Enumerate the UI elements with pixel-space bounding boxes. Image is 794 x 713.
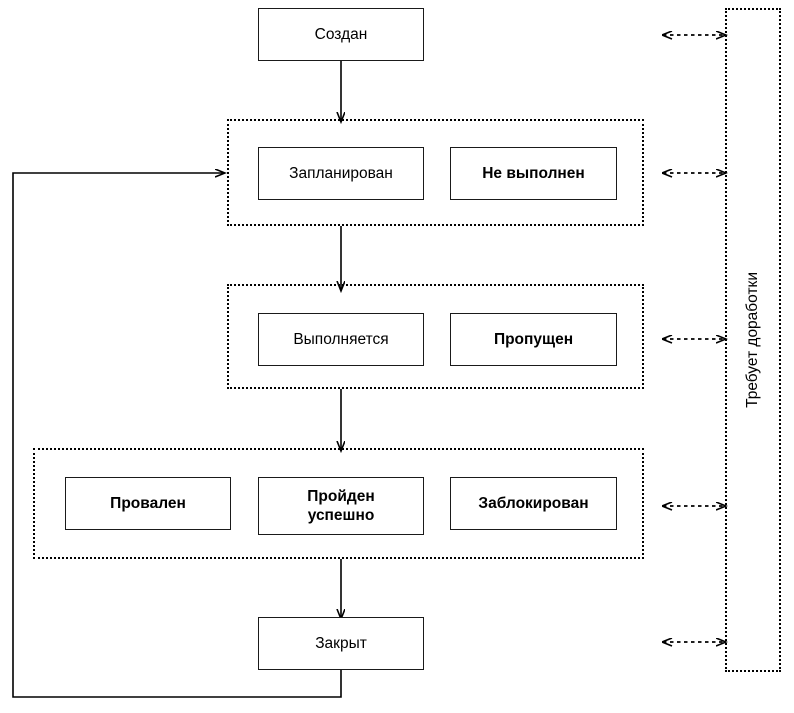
state-closed[interactable]: Закрыт [258, 617, 424, 670]
state-in-progress-label: Выполняется [293, 330, 389, 348]
state-passed-label-line2: успешно [307, 507, 375, 524]
state-planned[interactable]: Запланирован [258, 147, 424, 200]
state-passed[interactable]: Пройден успешно [258, 477, 424, 535]
group-results [33, 448, 644, 559]
state-failed-label: Провален [110, 494, 186, 512]
state-skipped-label: Пропущен [493, 330, 574, 348]
state-in-progress[interactable]: Выполняется [258, 313, 424, 366]
state-blocked-label: Заблокирован [478, 494, 589, 512]
state-failed[interactable]: Провален [65, 477, 231, 530]
state-created[interactable]: Создан [258, 8, 424, 61]
state-created-label: Создан [314, 25, 368, 43]
state-skipped[interactable]: Пропущен [450, 313, 617, 366]
panel-rework-required-label: Требует доработки [744, 272, 761, 408]
state-not-executed-label: Не выполнен [482, 164, 585, 182]
state-planned-label: Запланирован [289, 164, 393, 182]
state-blocked[interactable]: Заблокирован [450, 477, 617, 530]
state-closed-label: Закрыт [315, 634, 367, 652]
state-not-executed[interactable]: Не выполнен [450, 147, 617, 200]
panel-rework-required[interactable]: Требует доработки [725, 8, 781, 672]
group-in-progress [227, 284, 644, 389]
group-planned [227, 119, 644, 226]
edge-closed-loop-to-planned [12, 173, 342, 698]
state-passed-label-line1: Пройден [307, 487, 375, 505]
